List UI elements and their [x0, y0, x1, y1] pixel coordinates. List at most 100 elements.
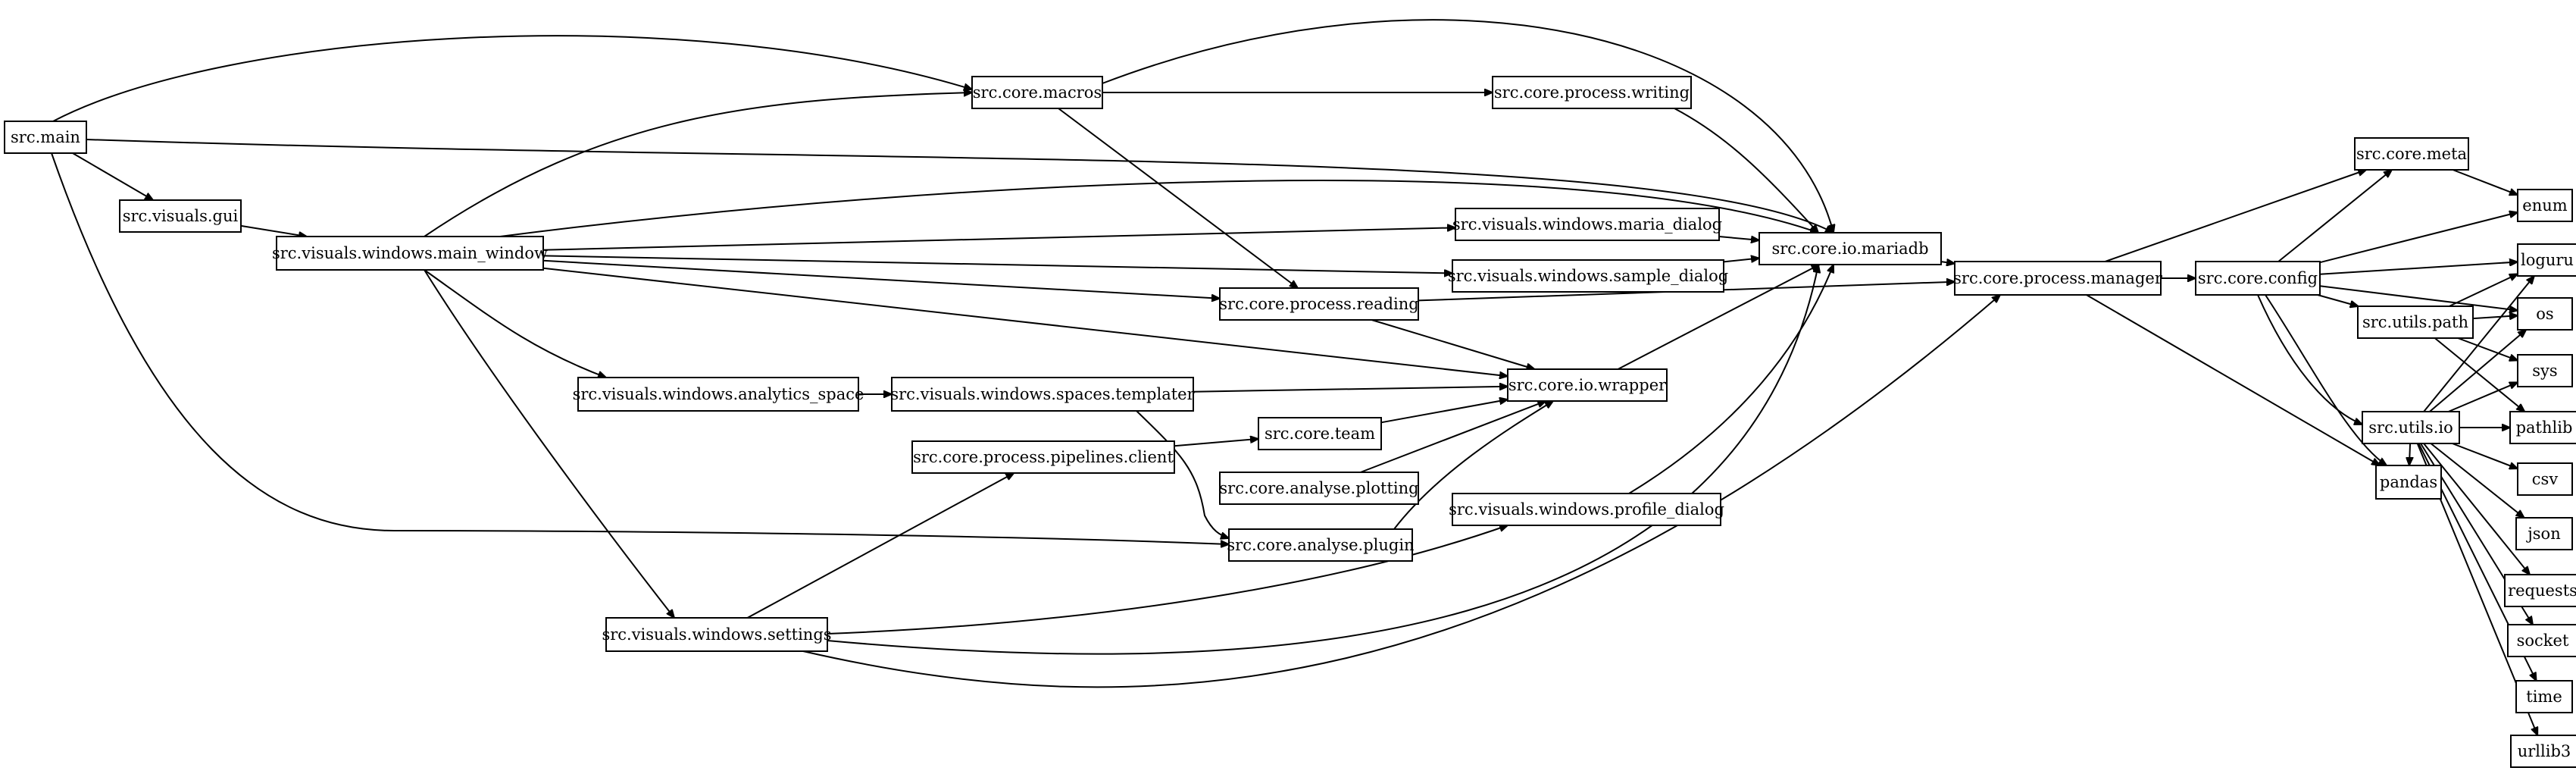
node-plotting: src.core.analyse.plotting [1219, 472, 1419, 505]
node-box-mariadb [1758, 232, 1942, 265]
node-label-requests: requests [2508, 581, 2576, 600]
edge-templater-to-plugin [1136, 410, 1229, 538]
edge-settings-to-profile_dialog [827, 525, 1508, 635]
edge-config-to-os [2319, 285, 2518, 310]
node-box-team [1258, 417, 1382, 450]
node-label-plugin: src.core.analyse.plugin [1227, 536, 1414, 554]
node-label-utils_path: src.utils.path [2362, 313, 2468, 331]
node-label-sys: sys [2532, 362, 2557, 380]
node-box-meta [2354, 137, 2469, 171]
node-box-plugin [1228, 528, 1413, 562]
edge-config-to-loguru [2319, 262, 2518, 275]
edge-main-to-mariadb [86, 139, 1834, 233]
node-box-profile_dialog [1452, 493, 1721, 526]
node-box-urllib3 [2510, 735, 2576, 768]
edge-manager-to-meta [2105, 170, 2367, 262]
node-pandas: pandas [2375, 465, 2442, 500]
edge-main_window-to-sample_dialog [542, 255, 1452, 273]
node-box-csv [2517, 462, 2573, 496]
node-main_window: src.visuals.windows.main_window [272, 236, 548, 271]
node-sys: sys [2517, 354, 2573, 387]
node-maria_dialog: src.visuals.windows.maria_dialog [1452, 208, 1722, 241]
node-settings: src.visuals.windows.settings [602, 617, 832, 652]
node-box-main [4, 121, 87, 154]
node-box-templater [891, 377, 1194, 412]
edge-main_window-to-reading [542, 259, 1220, 299]
node-label-plotting: src.core.analyse.plotting [1219, 479, 1418, 497]
edge-reading-to-wrapper [1371, 319, 1535, 369]
node-box-enum [2517, 189, 2573, 222]
node-label-sample_dialog: src.visuals.windows.sample_dialog [1448, 267, 1728, 285]
node-label-gui: src.visuals.gui [123, 207, 239, 225]
node-socket: socket [2507, 624, 2576, 657]
edge-config-to-enum [2319, 212, 2518, 264]
edge-macros-to-reading [1058, 108, 1298, 288]
node-box-utils_path [2357, 306, 2474, 339]
node-box-gui [119, 199, 242, 233]
node-meta: src.core.meta [2354, 137, 2469, 171]
node-box-time [2515, 680, 2573, 713]
node-label-utils_io: src.utils.io [2368, 418, 2453, 437]
node-label-meta: src.core.meta [2356, 145, 2467, 163]
node-box-json [2515, 517, 2573, 550]
edge-mariadb-to-manager [1940, 262, 1955, 264]
edge-utils_path-to-pathlib [2434, 337, 2525, 412]
node-box-wrapper [1507, 368, 1668, 402]
node-label-pandas: pandas [2380, 473, 2437, 491]
edge-utils_io-to-json [2430, 443, 2524, 518]
edge-config-to-meta [2277, 170, 2392, 262]
edge-profile_dialog-to-mariadb [1628, 265, 1834, 494]
node-requests: requests [2504, 574, 2576, 607]
node-label-settings: src.visuals.windows.settings [602, 625, 831, 644]
edge-utils_io-to-loguru [2423, 276, 2534, 412]
node-label-team: src.core.team [1265, 425, 1375, 443]
node-box-analytics_space [577, 377, 859, 412]
edge-utils_path-to-sys [2457, 337, 2518, 361]
node-box-reading [1219, 287, 1419, 321]
node-box-sample_dialog [1452, 259, 1724, 293]
edge-utils_path-to-loguru [2449, 274, 2518, 307]
node-label-enum: enum [2522, 196, 2567, 215]
node-label-mariadb: src.core.io.mariadb [1771, 240, 1928, 258]
node-csv: csv [2517, 462, 2573, 496]
edge-writing-to-mariadb [1674, 108, 1818, 233]
node-box-sys [2517, 354, 2573, 387]
node-label-loguru: loguru [2521, 251, 2574, 269]
node-label-analytics_space: src.visuals.windows.analytics_space [573, 385, 864, 403]
node-label-manager: src.core.process.manager [1953, 269, 2163, 287]
node-pathlib: pathlib [2509, 411, 2576, 444]
nodes-layer: src.main src.visuals.gui src.visuals.windo… [4, 76, 2576, 768]
node-sample_dialog: src.visuals.windows.sample_dialog [1448, 259, 1728, 293]
node-box-manager [1954, 261, 2162, 296]
edge-utils_io-to-pandas [2409, 443, 2410, 465]
node-label-main: src.main [11, 128, 80, 146]
edge-templater-to-wrapper [1193, 387, 1508, 393]
node-label-pipelines_client: src.core.process.pipelines.client [913, 448, 1174, 466]
edges-layer [51, 19, 2537, 735]
node-box-writing [1492, 76, 1692, 109]
node-label-macros: src.core.macros [973, 83, 1102, 102]
edge-main_window-to-maria_dialog [542, 227, 1455, 251]
node-box-pipelines_client [911, 440, 1175, 474]
edge-settings-to-pipelines_client [747, 473, 1014, 619]
edge-main_window-to-wrapper [542, 267, 1508, 377]
node-label-reading: src.core.process.reading [1219, 295, 1418, 313]
node-box-pandas [2375, 465, 2442, 500]
edge-manager-to-pandas [2086, 294, 2380, 465]
node-analytics_space: src.visuals.windows.analytics_space [573, 377, 864, 412]
node-label-config: src.core.config [2198, 269, 2318, 287]
edge-plotting-to-wrapper [1360, 401, 1546, 473]
node-box-config [2195, 261, 2321, 296]
node-config: src.core.config [2195, 261, 2321, 296]
node-box-main_window [276, 236, 544, 271]
edge-gui-to-main_window [240, 224, 307, 237]
node-box-maria_dialog [1455, 208, 1720, 241]
node-macros: src.core.macros [971, 76, 1103, 109]
node-loguru: loguru [2517, 243, 2576, 277]
node-pipelines_client: src.core.process.pipelines.client [911, 440, 1175, 474]
node-utils_path: src.utils.path [2357, 306, 2474, 339]
node-os: os [2517, 297, 2573, 331]
node-gui: src.visuals.gui [119, 199, 242, 233]
node-profile_dialog: src.visuals.windows.profile_dialog [1449, 493, 1724, 526]
